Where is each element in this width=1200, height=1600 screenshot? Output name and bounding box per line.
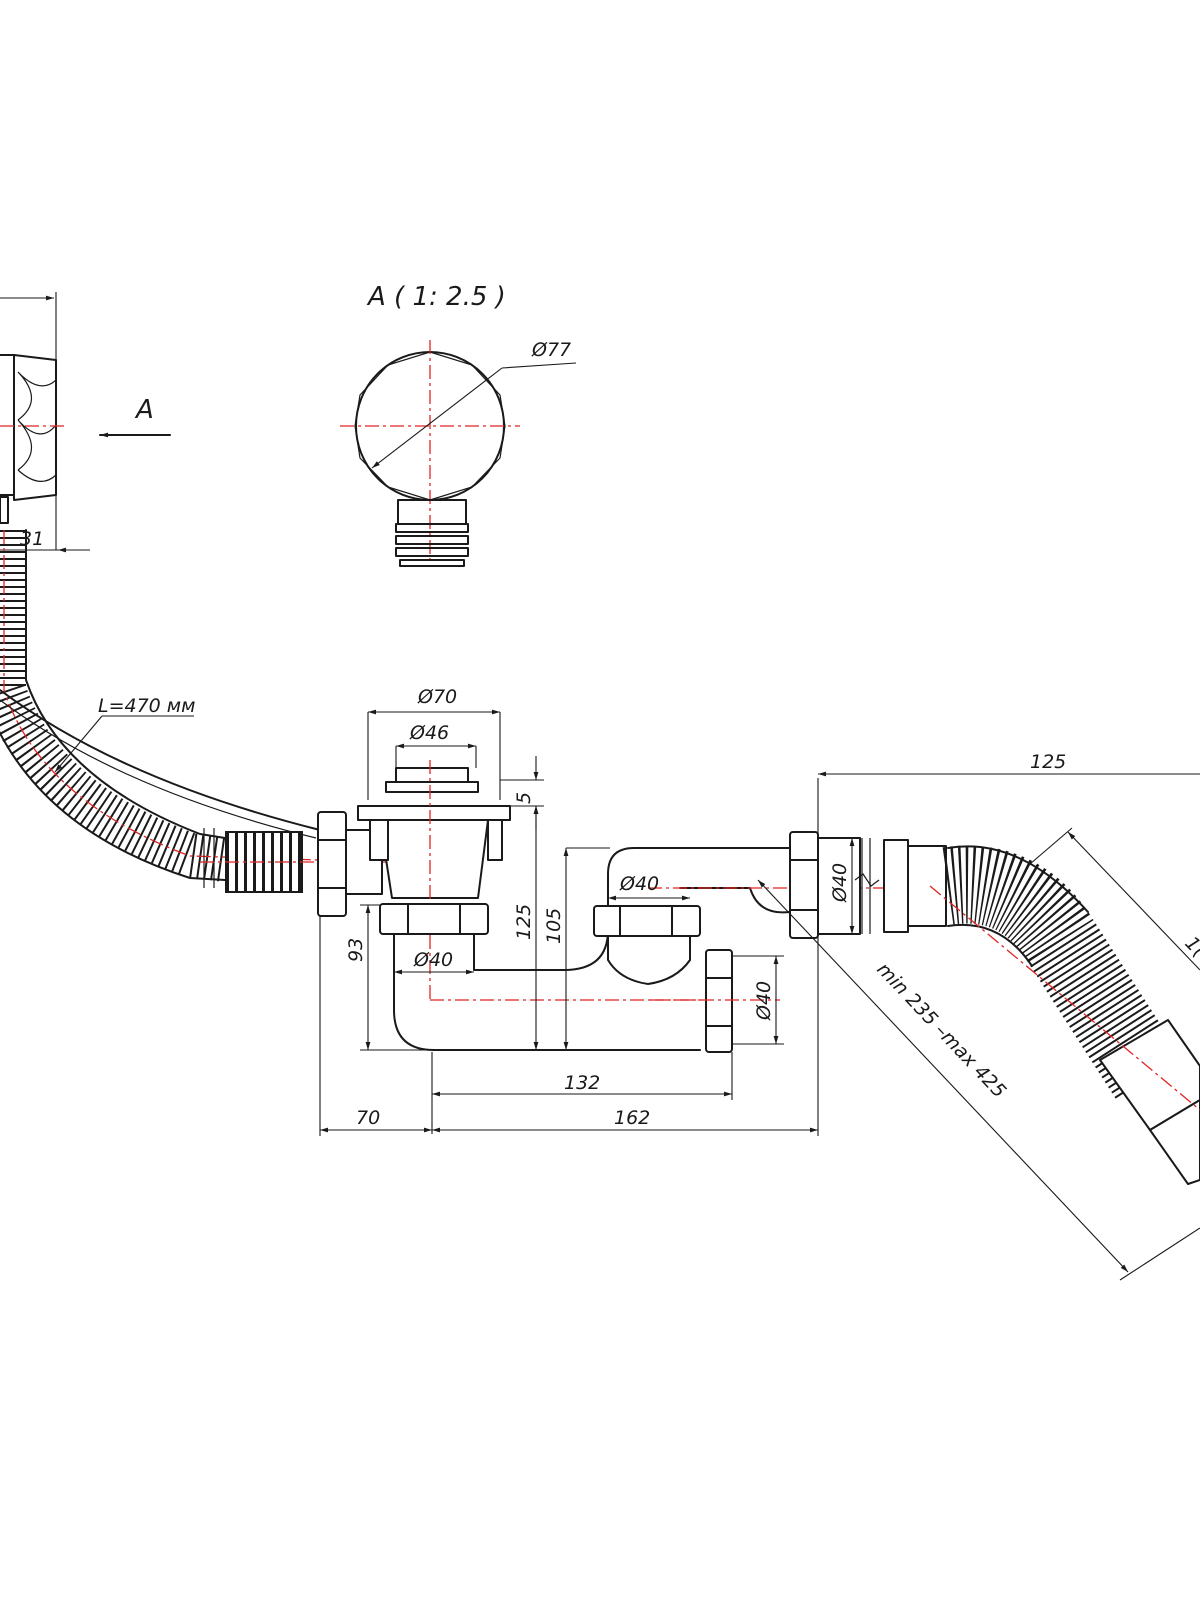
d105-label: 105: [543, 908, 565, 944]
outlet-break-lines: [861, 838, 871, 934]
d40-side-label: Ø40: [753, 981, 775, 1021]
hose-tube-top: [0, 689, 321, 831]
d70-horizontal-label: 70: [356, 1107, 380, 1129]
range-label: min 235 –max 425: [872, 958, 1010, 1102]
flex-hose-collar: [907, 845, 947, 927]
view-a-thread-2: [395, 535, 469, 545]
trap-bottom-bowl: [607, 935, 691, 985]
outlet-union-nut: [789, 831, 819, 939]
d40-union-label: Ø40: [829, 863, 851, 903]
flex-hose-cuff: [883, 839, 909, 933]
view-a-section: A ( 1: 2.5 ) Ø77: [340, 282, 577, 567]
trap-upper-bend: [607, 847, 681, 907]
hose-inner-edge: [25, 529, 226, 839]
l470-label: L=470 мм: [98, 695, 195, 717]
d125-top-label: 125: [1030, 751, 1066, 773]
overflow-body: [13, 354, 57, 501]
hose-length-ext: [1029, 827, 1073, 865]
l470-arrow: [54, 715, 103, 773]
d40-valve-label: Ø40: [413, 949, 453, 971]
d40-trap-label: Ø40: [619, 873, 659, 895]
hose-length-dim-line: [1067, 831, 1200, 971]
view-a-thread-3: [395, 547, 469, 557]
plug-cap: [395, 767, 469, 783]
d125-label: 125: [513, 904, 535, 940]
valve-body: [379, 819, 489, 899]
d162-label: 162: [614, 1107, 650, 1129]
d77-dim-line: [371, 367, 503, 469]
overflow-hose: L=470 мм: [0, 529, 440, 893]
d46-label: Ø46: [409, 722, 449, 744]
overflow-stub: [0, 496, 9, 524]
flex-hose-end-fitting: [1149, 1099, 1200, 1185]
valve-left-lug: [369, 819, 389, 861]
side-outlet-nut: [705, 949, 733, 1053]
valve-lower-nut: [379, 903, 489, 935]
d5-label: 5: [513, 792, 535, 804]
range-ext-end: [1119, 1227, 1200, 1281]
plug-rim: [385, 781, 479, 793]
d70-label: Ø70: [417, 686, 457, 708]
range-dim-line: [757, 879, 1129, 1273]
d77-label: Ø77: [531, 339, 571, 361]
d93-label: 93: [345, 938, 367, 962]
view-a-nut: [397, 499, 467, 525]
hose-outer-edge: [0, 731, 226, 881]
overflow-head: A 31: [0, 292, 171, 553]
view-a-thread-4: [399, 559, 465, 567]
overflow-flange: [0, 354, 15, 496]
view-a-arrow-label: A: [134, 395, 154, 425]
trap-inlet-nut: [593, 905, 701, 937]
bottom-pipe-outer: [393, 933, 701, 1051]
bottom-pipe-inner: [473, 929, 609, 971]
view-a-title: A ( 1: 2.5 ): [366, 282, 506, 312]
flexible-drain-hose: [929, 845, 1200, 1185]
hose-length-label: 1(: [1180, 932, 1200, 962]
hose-tube-line: [0, 699, 317, 839]
valve-flange: [357, 805, 511, 821]
overflow-union-nut: [317, 811, 347, 917]
d77-leader: [501, 362, 577, 369]
overflow-ribs: [17, 371, 57, 482]
d132-label: 132: [564, 1072, 600, 1094]
view-a-thread-1: [395, 523, 469, 533]
valve-right-lug: [487, 819, 503, 861]
